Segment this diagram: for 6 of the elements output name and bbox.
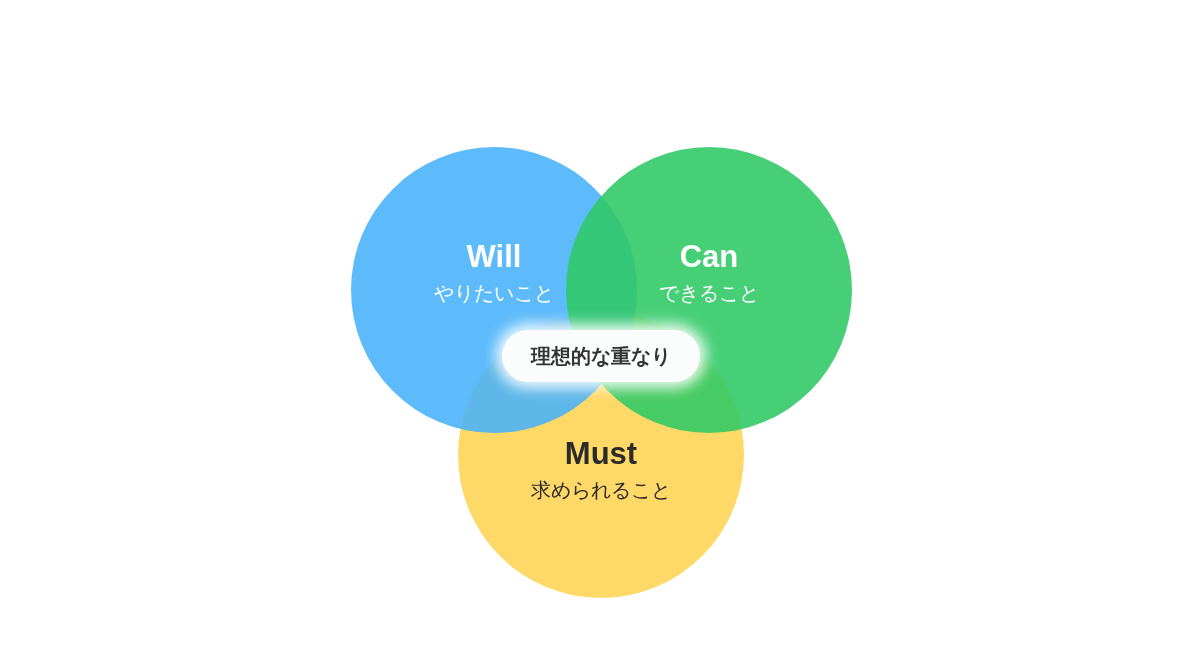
circle-caption: やりたいこと (434, 280, 554, 307)
circle-title: Will (466, 239, 522, 275)
circle-caption: 求められること (531, 477, 671, 504)
circle-title: Can (679, 239, 739, 275)
circle-caption: できること (659, 280, 759, 307)
circle-title: Must (564, 436, 638, 472)
